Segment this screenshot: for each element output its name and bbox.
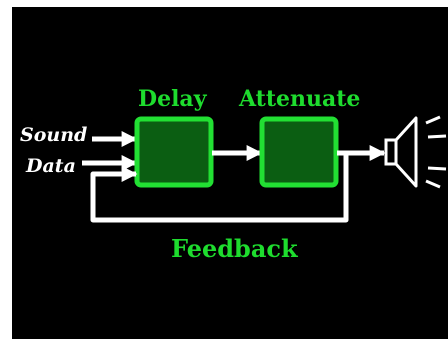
input-label-data: Data	[25, 155, 76, 177]
delay-block-label: Delay	[138, 86, 208, 112]
speaker-icon	[384, 115, 447, 189]
attenuate-block-label: Attenuate	[238, 86, 360, 112]
feedback-label: Feedback	[171, 234, 299, 263]
delay-block	[134, 116, 214, 188]
feedback-loop-arrow	[90, 155, 349, 223]
attenuate-block	[259, 116, 339, 188]
input-label-sound: Sound	[20, 124, 87, 146]
diagram-canvas	[12, 7, 448, 339]
